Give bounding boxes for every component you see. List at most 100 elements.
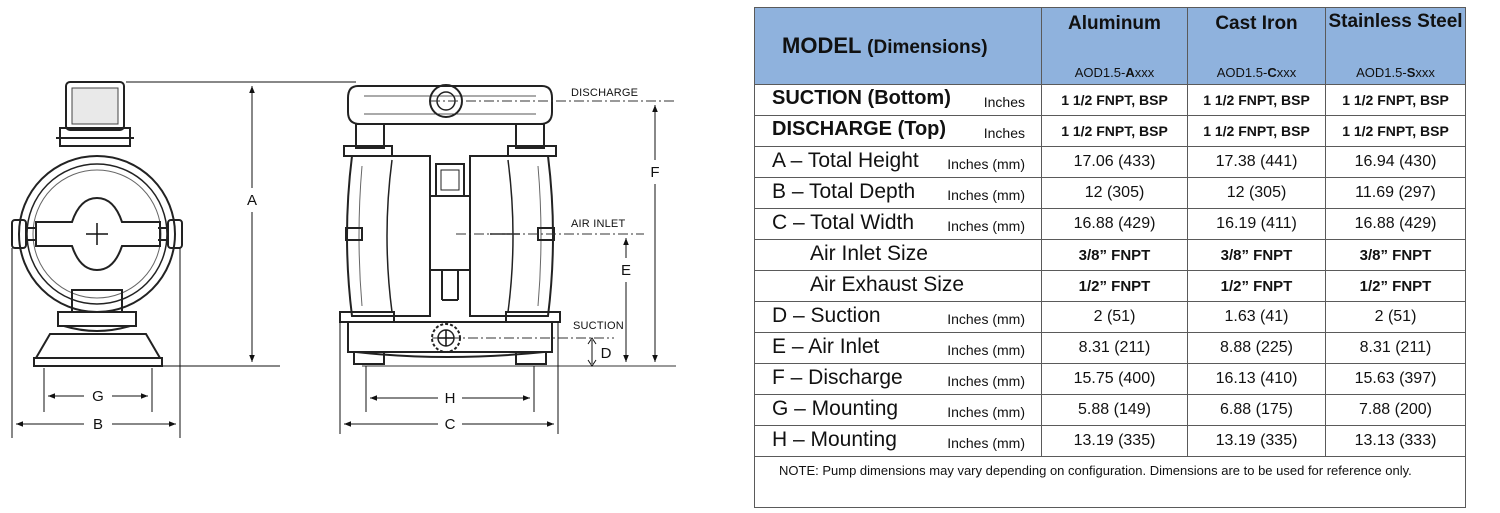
model-subtitle: (Dimensions) [867,37,988,58]
table-row: Air Exhaust Size 1/2” FNPT 1/2” FNPT 1/2… [754,270,1466,302]
table-cell: 6.88 (175) [1187,394,1326,426]
row-label: E – Air Inlet [772,335,880,358]
dim-label-f: F [650,164,659,181]
row-label: B – Total Depth [772,180,916,203]
table-cell: 1/2” FNPT [1041,270,1188,302]
table-row: E – Air Inlet Inches (mm) 8.31 (211) 8.88… [754,332,1466,364]
table-cell: 12 (305) [1187,177,1326,209]
callout-air-inlet: AIR INLET [571,218,625,230]
table-cell: 1 1/2 FNPT, BSP [1187,115,1326,147]
table-header-row: MODEL (Dimensions) Aluminum AOD1.5-Axxx … [754,7,1466,85]
row-unit: Inches (mm) [947,218,1025,234]
table-cell: 1 1/2 FNPT, BSP [1325,84,1466,116]
table-cell: 3/8” FNPT [1187,239,1326,271]
table-cell: 8.31 (211) [1041,332,1188,364]
row-label: C – Total Width [772,211,915,234]
row-unit: Inches (mm) [947,156,1025,172]
row-label: A – Total Height [772,149,919,172]
row-label: G – Mounting [772,397,899,420]
table-cell: 5.88 (149) [1041,394,1188,426]
row-label: Air Inlet Size [810,242,928,265]
table-cell: 1.63 (41) [1187,301,1326,333]
pump-side-view [11,81,183,367]
dim-label-e: E [621,262,631,279]
pump-front-view [339,84,561,365]
row-unit: Inches (mm) [947,373,1025,389]
table-cell: 13.19 (335) [1041,425,1188,457]
row-label: SUCTION (Bottom) [772,87,951,109]
table-row: SUCTION (Bottom) Inches 1 1/2 FNPT, BSP 1… [754,84,1466,116]
table-cell: 1 1/2 FNPT, BSP [1325,115,1466,147]
row-unit: Inches (mm) [947,435,1025,451]
column-header-stainless-steel: Stainless Steel AOD1.5-Sxxx [1325,7,1466,85]
model-code: AOD1.5-Sxxx [1356,65,1435,80]
table-cell: 16.94 (430) [1325,146,1466,178]
table-cell: 2 (51) [1041,301,1188,333]
table-cell: 1 1/2 FNPT, BSP [1041,84,1188,116]
dim-label-b: B [93,416,103,433]
table-cell: 3/8” FNPT [1041,239,1188,271]
dimensions-table: MODEL (Dimensions) Aluminum AOD1.5-Axxx … [754,7,1466,508]
row-unit: Inches (mm) [947,311,1025,327]
table-cell: 3/8” FNPT [1325,239,1466,271]
column-name: Stainless Steel [1328,11,1463,32]
table-row: C – Total Width Inches (mm) 16.88 (429) 1… [754,208,1466,240]
row-unit: Inches (mm) [947,342,1025,358]
column-header-aluminum: Aluminum AOD1.5-Axxx [1041,7,1188,85]
dim-label-c: C [445,416,456,433]
table-cell: 7.88 (200) [1325,394,1466,426]
table-cell: 15.63 (397) [1325,363,1466,395]
note-row: NOTE: Pump dimensions may vary depending… [754,456,1466,508]
dim-label-a: A [247,192,257,209]
table-row: H – Mounting Inches (mm) 13.19 (335) 13.1… [754,425,1466,457]
dim-label-g: G [92,388,104,405]
table-cell: 17.06 (433) [1041,146,1188,178]
row-label: DISCHARGE (Top) [772,118,947,140]
column-name: Cast Iron [1215,13,1298,34]
table-cell: 16.88 (429) [1041,208,1188,240]
model-header: MODEL (Dimensions) [754,7,1042,85]
table-cell: 8.31 (211) [1325,332,1466,364]
table-cell: 1 1/2 FNPT, BSP [1041,115,1188,147]
row-label: Air Exhaust Size [810,273,965,296]
column-header-cast-iron: Cast Iron AOD1.5-Cxxx [1187,7,1326,85]
table-cell: 16.88 (429) [1325,208,1466,240]
row-label: H – Mounting [772,428,897,451]
table-cell: 13.13 (333) [1325,425,1466,457]
table-row: F – Discharge Inches (mm) 15.75 (400) 16.… [754,363,1466,395]
table-cell: 2 (51) [1325,301,1466,333]
table-cell: 8.88 (225) [1187,332,1326,364]
row-unit: Inches [983,125,1025,141]
callout-discharge: DISCHARGE [571,87,638,99]
row-unit: Inches [983,94,1025,110]
pump-dimension-drawing: G B A [11,81,676,438]
table-cell: 16.13 (410) [1187,363,1326,395]
model-code: AOD1.5-Axxx [1074,65,1155,80]
column-name: Aluminum [1068,13,1161,34]
callout-suction: SUCTION [573,320,624,332]
table-cell: 13.19 (335) [1187,425,1326,457]
table-row: B – Total Depth Inches (mm) 12 (305) 12 (… [754,177,1466,209]
table-cell: 16.19 (411) [1187,208,1326,240]
table-cell: 15.75 (400) [1041,363,1188,395]
dim-label-h: H [445,390,456,407]
table-cell: 12 (305) [1041,177,1188,209]
row-label: F – Discharge [772,366,903,389]
table-row: Air Inlet Size 3/8” FNPT 3/8” FNPT 3/8” … [754,239,1466,271]
model-code: AOD1.5-Cxxx [1216,65,1297,80]
table-note: NOTE: Pump dimensions may vary depending… [754,456,1466,508]
table-cell: 1/2” FNPT [1325,270,1466,302]
row-label: D – Suction [772,304,881,327]
table-cell: 17.38 (441) [1187,146,1326,178]
dim-label-d: D [601,345,612,362]
table-row: G – Mounting Inches (mm) 5.88 (149) 6.88 … [754,394,1466,426]
table-cell: 1/2” FNPT [1187,270,1326,302]
row-unit: Inches (mm) [947,187,1025,203]
table-cell: 11.69 (297) [1325,177,1466,209]
row-unit: Inches (mm) [947,404,1025,420]
model-title: MODEL [782,33,862,58]
table-cell: 1 1/2 FNPT, BSP [1187,84,1326,116]
table-row: DISCHARGE (Top) Inches 1 1/2 FNPT, BSP 1 … [754,115,1466,147]
